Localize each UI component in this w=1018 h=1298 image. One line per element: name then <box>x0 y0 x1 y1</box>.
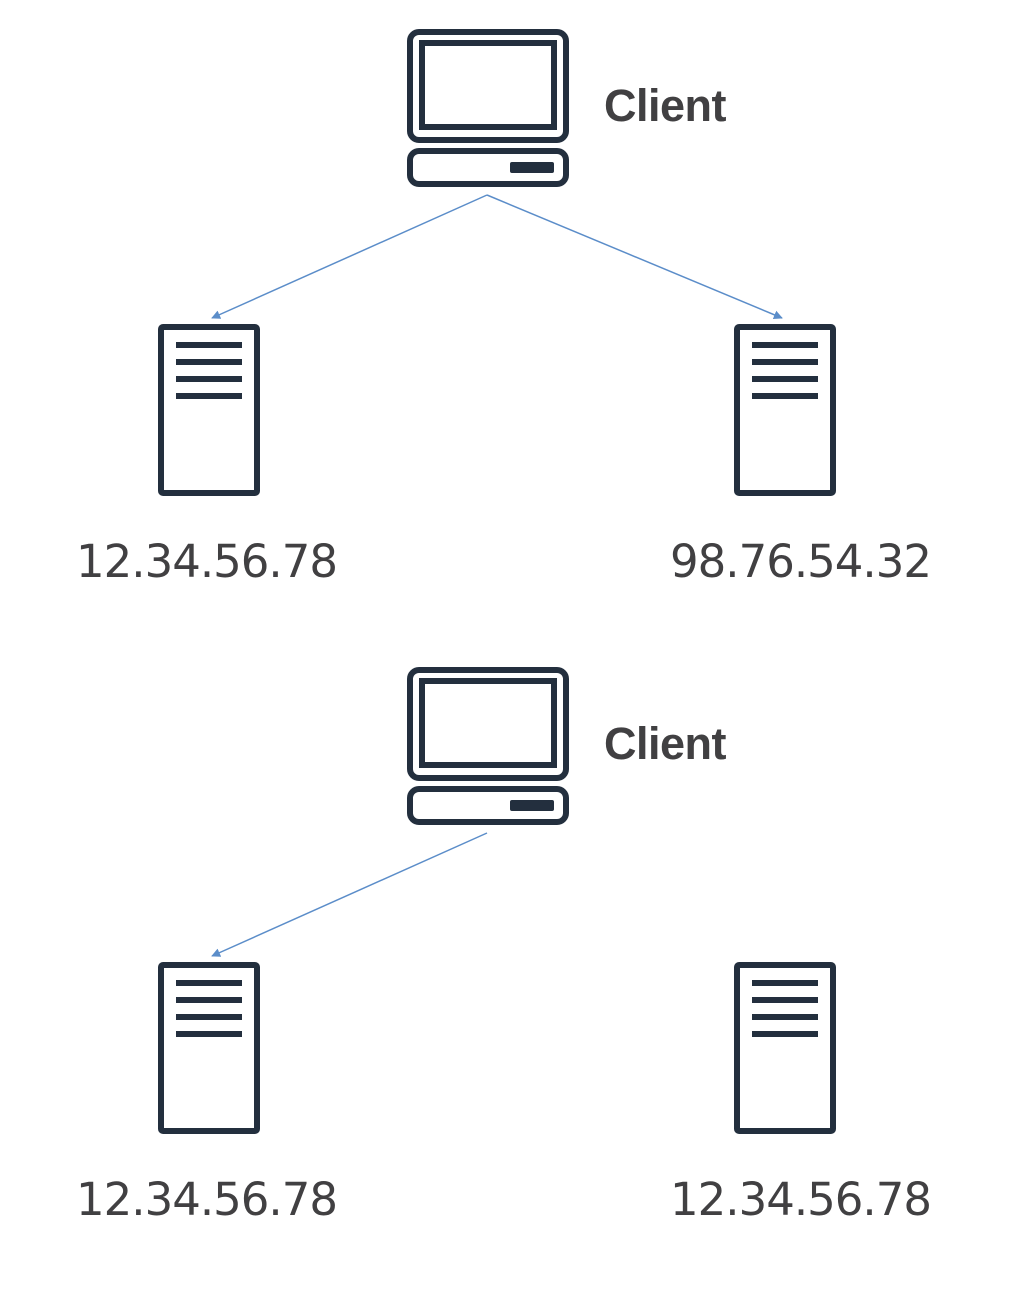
arrow-to-server-right <box>486 194 783 320</box>
arrow-to-server-left <box>211 832 488 957</box>
client-label: Client <box>604 80 727 131</box>
connection-arrows <box>211 194 783 320</box>
server-icon <box>734 962 836 1134</box>
server-icon <box>158 962 260 1134</box>
server-ip-label: 12.34.56.78 <box>76 535 338 588</box>
diagram-1: Client 12.34.56.78 98.76.54.32 <box>76 29 932 588</box>
client-label: Client <box>604 718 727 769</box>
server-ip-label: 12.34.56.78 <box>76 1173 338 1226</box>
server-ip-label: 98.76.54.32 <box>670 535 932 588</box>
arrow-to-server-left <box>211 194 488 319</box>
connection-arrows <box>211 832 488 957</box>
server-icon <box>734 324 836 496</box>
diagram-2: Client 12.34.56.78 12.34.56.78 <box>0 638 1018 1287</box>
server-icon <box>158 324 260 496</box>
desktop-computer-icon <box>407 29 569 187</box>
desktop-computer-icon <box>407 667 569 825</box>
server-ip-label: 12.34.56.78 <box>670 1173 932 1226</box>
